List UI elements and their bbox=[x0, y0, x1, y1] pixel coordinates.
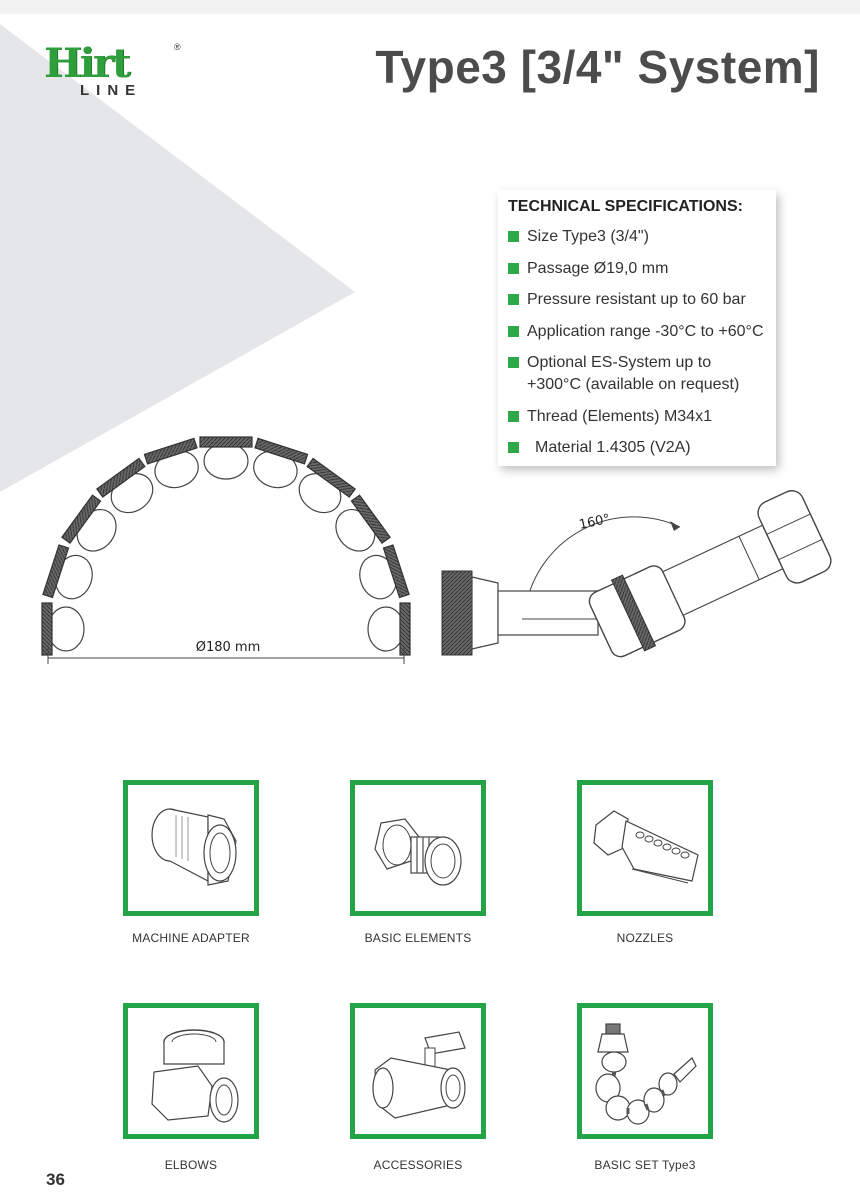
hose-segment bbox=[253, 437, 309, 489]
basic-elements-icon bbox=[374, 818, 462, 886]
brand-subword: LINE bbox=[80, 82, 143, 99]
nozzle-icon bbox=[593, 810, 699, 884]
product-tile-basic-set[interactable] bbox=[577, 1003, 713, 1139]
spec-item: Size Type3 (3/4") bbox=[508, 226, 787, 248]
product-tile-basic-elements[interactable] bbox=[350, 780, 486, 916]
bullet-square-icon bbox=[508, 231, 519, 242]
product-label: BASIC SET Type3 bbox=[594, 1158, 696, 1172]
hose-segment bbox=[335, 494, 391, 552]
hose-segment bbox=[42, 544, 93, 600]
product-label: ELBOWS bbox=[164, 1158, 218, 1172]
spec-title: TECHNICAL SPECIFICATIONS: bbox=[508, 198, 743, 215]
page-number: 36 bbox=[46, 1170, 65, 1189]
spec-item: Application range -30°C to +60°C bbox=[508, 321, 787, 343]
registered-mark: ® bbox=[174, 42, 181, 52]
bullet-square-icon bbox=[508, 442, 519, 453]
angled-element-drawing: 160° bbox=[441, 490, 832, 658]
spec-item: Material 1.4305 (V2A) bbox=[508, 437, 787, 459]
product-tile-accessories[interactable] bbox=[350, 1003, 486, 1139]
arc-dimension-label: Ø180 mm bbox=[196, 640, 261, 655]
machine-adapter-icon bbox=[151, 808, 237, 886]
brand-wordmark: Hirt bbox=[44, 40, 131, 87]
product-tile-nozzles[interactable] bbox=[577, 780, 713, 916]
basic-set-icon bbox=[595, 1023, 697, 1125]
bullet-square-icon bbox=[508, 294, 519, 305]
segmented-hose-arc-drawing: Ø180 mm bbox=[41, 436, 411, 664]
product-label: BASIC ELEMENTS bbox=[364, 931, 472, 945]
hose-segment bbox=[61, 494, 117, 552]
spec-item: Passage Ø19,0 mm bbox=[508, 258, 787, 280]
hose-segment bbox=[298, 457, 356, 514]
spec-item: Pressure resistant up to 60 bar bbox=[508, 289, 787, 311]
bullet-square-icon bbox=[508, 262, 519, 274]
page-title: Type3 [3/4" System] bbox=[375, 41, 820, 93]
spec-item: Thread (Elements) M34x1 bbox=[508, 406, 787, 428]
hose-segment bbox=[96, 457, 154, 514]
product-tile-machine-adapter[interactable] bbox=[123, 780, 259, 916]
spec-list: Size Type3 (3/4") Passage Ø19,0 mm Press… bbox=[508, 226, 787, 469]
angle-label: 160° bbox=[578, 512, 612, 533]
technical-specifications-box: TECHNICAL SPECIFICATIONS: Size Type3 (3/… bbox=[498, 190, 776, 466]
hose-segment bbox=[41, 602, 85, 656]
product-label: MACHINE ADAPTER bbox=[132, 931, 250, 945]
product-label: NOZZLES bbox=[616, 931, 674, 945]
hose-segment bbox=[367, 602, 411, 656]
product-tile-elbows[interactable] bbox=[123, 1003, 259, 1139]
hose-segment bbox=[143, 437, 199, 489]
hose-segment bbox=[199, 436, 253, 480]
bullet-square-icon bbox=[508, 357, 519, 368]
product-label: ACCESSORIES bbox=[373, 1158, 463, 1172]
bullet-square-icon bbox=[508, 325, 519, 337]
hose-segment bbox=[359, 544, 410, 600]
brand-logo: Hirt ® LINE bbox=[44, 42, 184, 104]
background-triangle bbox=[0, 24, 355, 492]
bullet-square-icon bbox=[508, 410, 519, 422]
ball-valve-icon bbox=[372, 1031, 466, 1119]
spec-item: Optional ES-System up to +300°C (availab… bbox=[508, 352, 787, 396]
catalog-page: Hirt ® LINE Type3 [3/4" System] TECHNICA… bbox=[0, 14, 860, 1200]
elbow-icon bbox=[151, 1029, 239, 1123]
